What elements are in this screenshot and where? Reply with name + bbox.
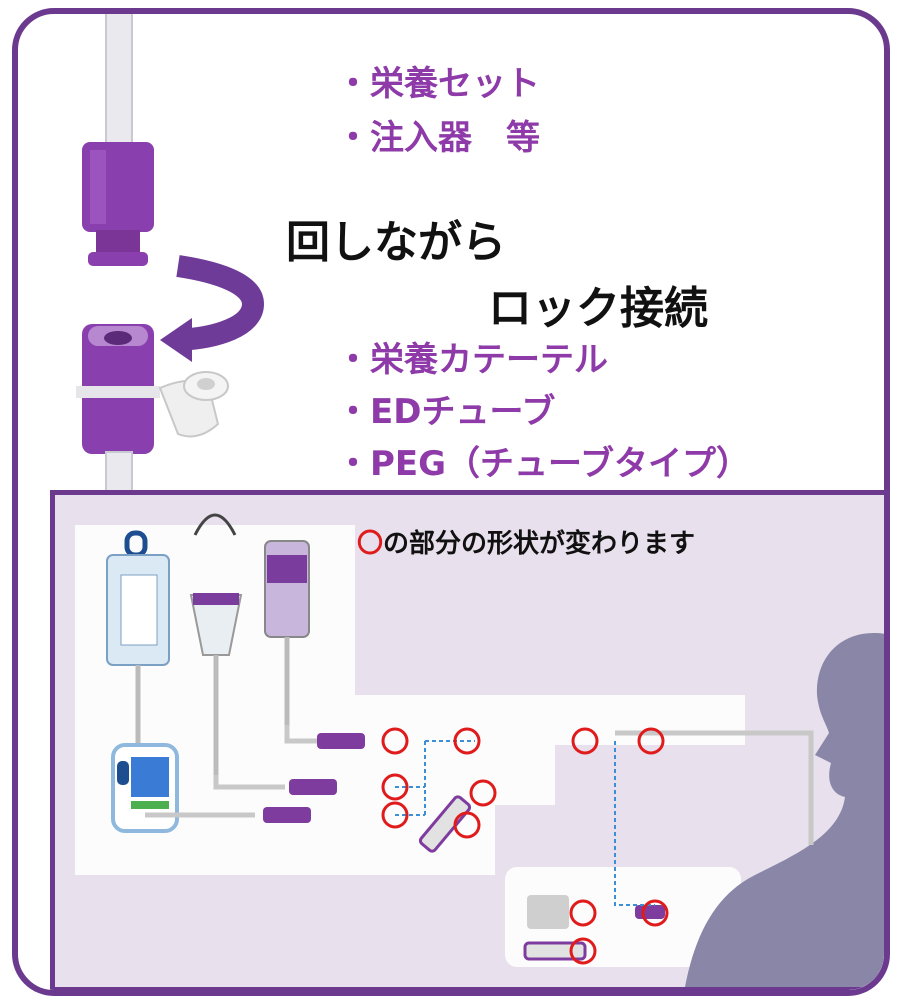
enteral-connector-icon [76,14,265,494]
device-item-1: ・注入器 等 [336,118,540,158]
connection-diagram-panel: 〇の部分の形状が変わります [50,490,884,990]
legend-red-ring-symbol: 〇 [357,529,384,559]
main-frame: ・栄養セット ・注入器 等 回しながら ロック接続 ・栄養カテーテル ・EDチュ… [12,8,890,996]
tube-item-0: ・栄養カテーテル [336,340,608,380]
device-item-0: ・栄養セット [336,64,540,104]
patient-silhouette-icon [685,633,884,987]
diagram-legend: 〇の部分の形状が変わります [357,523,695,560]
rotate-arrow-icon [160,255,265,362]
syringe-icon [418,795,587,961]
tube-item-1: ・EDチューブ [336,392,556,432]
action-line-1: 回しながら [286,217,506,268]
feeding-pump-icon [111,743,179,833]
legend-text: の部分の形状が変わります [383,529,696,559]
feeding-bag-icon [106,530,170,745]
tube-item-2: ・PEG（チューブタイプ） [336,444,751,484]
action-line-2: ロック接続 [488,283,708,334]
